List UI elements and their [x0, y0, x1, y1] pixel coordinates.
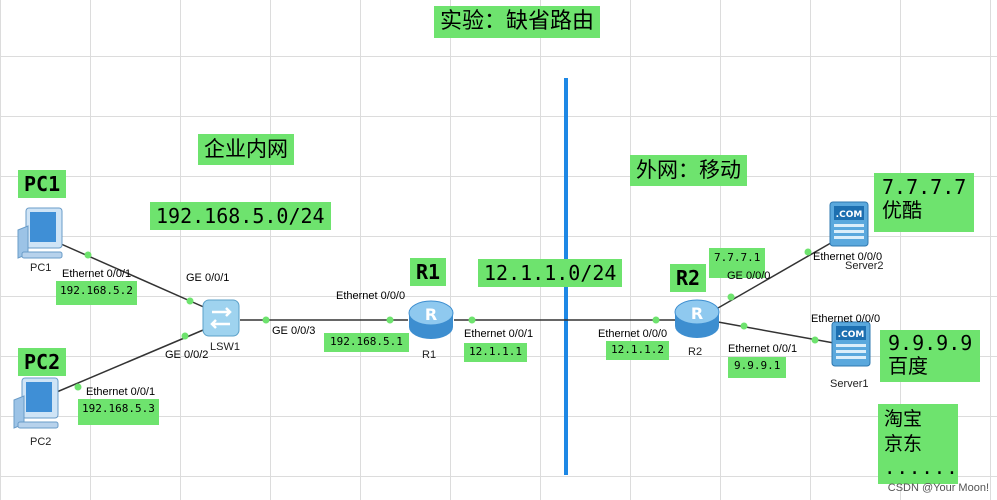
switch-icon	[202, 299, 240, 337]
port-dot	[468, 316, 476, 324]
r1-port-lan: Ethernet 0/0/0	[336, 290, 406, 302]
server2-desc: 优酷	[882, 198, 922, 222]
wan-subnet-label: 12.1.1.0/24	[478, 259, 623, 287]
lsw1-name: LSW1	[210, 341, 240, 353]
port-dot	[811, 336, 819, 344]
other-service-jd: 京东	[884, 432, 923, 455]
port-dot	[186, 297, 194, 305]
port-dot	[652, 316, 660, 324]
port-dot	[386, 316, 394, 324]
r1-ip-lan: 192.168.5.1	[324, 333, 409, 353]
svg-text:.COM: .COM	[836, 210, 863, 220]
pc1-port: Ethernet 0/0/1	[62, 268, 132, 280]
diagram-title: 实验：缺省路由	[434, 6, 601, 39]
r1-ip-wan: 12.1.1.1	[464, 343, 527, 363]
port-dot	[727, 293, 735, 301]
lsw1-device[interactable]	[200, 297, 242, 343]
r2-port-wan: Ethernet 0/0/0	[598, 328, 668, 340]
pc1-device[interactable]	[14, 206, 70, 266]
svg-text:.COM: .COM	[838, 330, 865, 340]
lsw1-port-pc1: GE 0/0/1	[186, 272, 230, 284]
other-services-box: 淘宝 京东 ......	[878, 404, 959, 485]
server-icon: .COM	[831, 321, 871, 367]
svg-text:R: R	[691, 304, 703, 323]
server2-name: Server2	[845, 260, 884, 272]
port-dot	[262, 316, 270, 324]
r1-device[interactable]: R	[406, 297, 456, 347]
r2-ip-server1: 9.9.9.1	[728, 357, 787, 379]
pc1-ip: 192.168.5.2	[56, 281, 137, 306]
r2-port-server2: GE 0/0/0	[727, 270, 771, 282]
r2-ip-server2: 7.7.7.1	[709, 248, 766, 279]
other-service-taobao: 淘宝	[884, 408, 923, 430]
other-service-more: ......	[884, 457, 959, 480]
r1-tag: R1	[410, 258, 447, 286]
zone-internal-label: 企业内网	[198, 134, 294, 166]
link-r2-server2	[717, 239, 837, 309]
pc2-ip: 192.168.5.3	[78, 399, 159, 426]
internal-subnet-label: 192.168.5.0/24	[150, 202, 331, 230]
zone-external-label: 外网：移动	[630, 155, 747, 187]
pc-icon	[17, 207, 63, 259]
r2-tag: R2	[670, 264, 707, 292]
pc-icon	[13, 377, 59, 429]
pc2-name: PC2	[30, 436, 52, 448]
server2-port: Ethernet 0/0/0	[813, 251, 883, 263]
port-dot	[74, 383, 82, 391]
lsw1-port-r1: GE 0/0/3	[272, 325, 316, 337]
port-dot	[804, 248, 812, 256]
server2-info: 7.7.7.7 优酷	[874, 173, 975, 232]
watermark: CSDN @Your Moon!	[887, 482, 989, 494]
pc2-device[interactable]	[10, 376, 66, 436]
r2-port-server1: Ethernet 0/0/1	[728, 343, 798, 355]
pc1-tag: PC1	[18, 170, 67, 198]
server2-ip: 7.7.7.7	[882, 175, 967, 199]
router-icon: R	[674, 299, 720, 338]
server1-desc: 百度	[888, 354, 928, 378]
svg-text:R: R	[425, 305, 437, 324]
server1-device[interactable]: .COM	[828, 320, 874, 374]
server2-device[interactable]: .COM	[826, 200, 872, 254]
pc2-port: Ethernet 0/0/1	[86, 386, 156, 398]
port-dot	[740, 322, 748, 330]
server1-port: Ethernet 0/0/0	[811, 313, 881, 325]
router-icon: R	[408, 300, 454, 339]
lsw1-port-pc2: GE 0/0/2	[165, 349, 209, 361]
r1-port-wan: Ethernet 0/0/1	[464, 328, 534, 340]
pc2-tag: PC2	[18, 348, 67, 376]
r2-ip-wan: 12.1.1.2	[606, 341, 669, 361]
port-dot	[181, 332, 189, 340]
port-dot	[84, 251, 92, 259]
r2-name: R2	[688, 346, 703, 358]
r1-name: R1	[422, 349, 437, 361]
r2-device[interactable]: R	[672, 296, 722, 346]
server1-info: 9.9.9.9 百度	[880, 330, 981, 382]
server1-name: Server1	[830, 378, 869, 390]
server-icon: .COM	[829, 201, 869, 247]
server1-ip: 9.9.9.9	[888, 331, 973, 355]
pc1-name: PC1	[30, 262, 52, 274]
